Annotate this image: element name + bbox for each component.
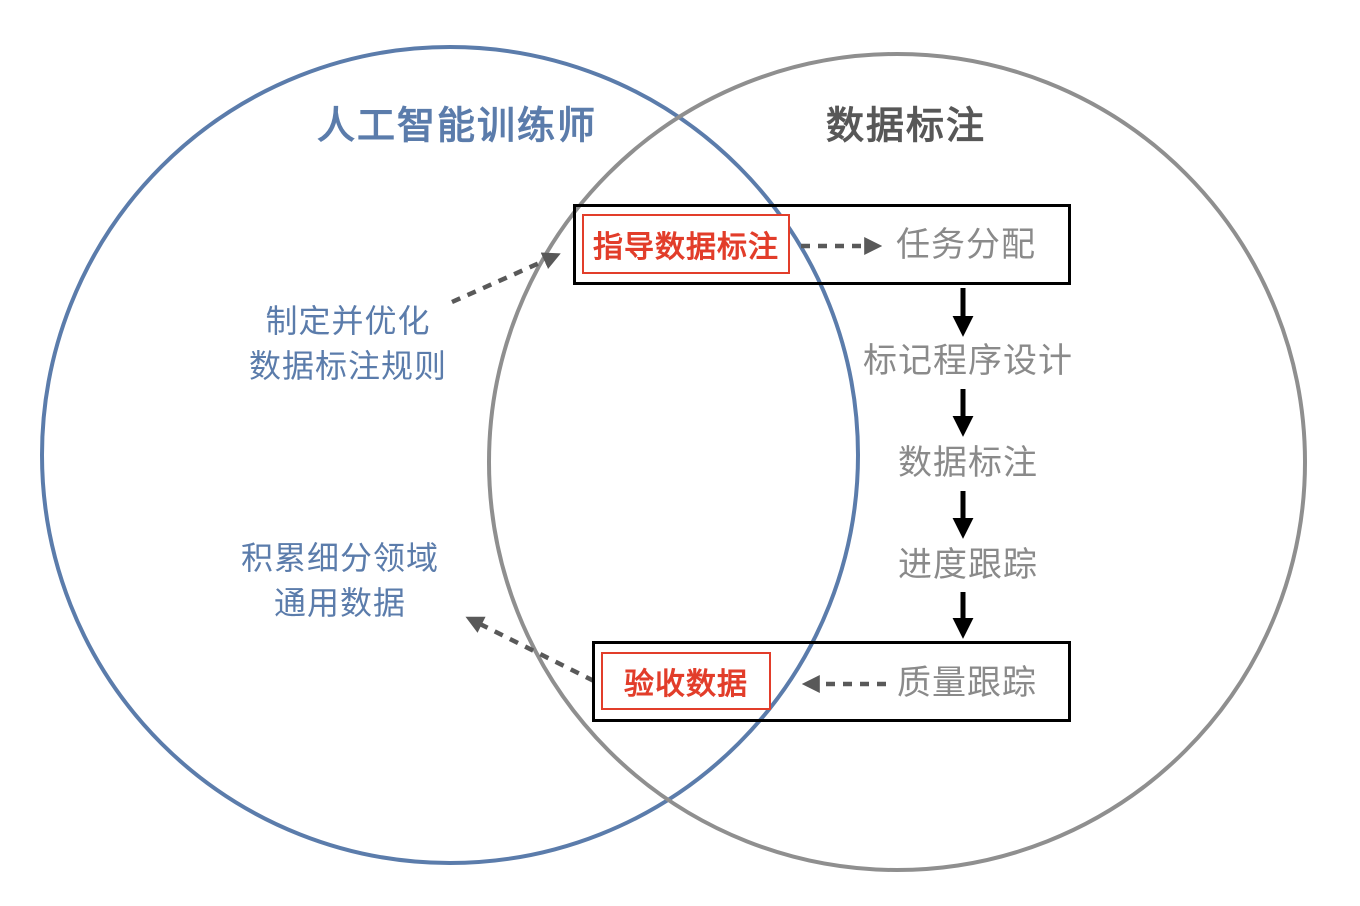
accept-quality-outer-box bbox=[592, 641, 1071, 722]
flow-step-data-annotation: 数据标注 bbox=[898, 444, 1038, 482]
flow-step-progress-tracking: 进度跟踪 bbox=[898, 546, 1038, 584]
dashed-arrow-accept-to-accumulate bbox=[465, 616, 596, 684]
note-optimize-rules-line2: 数据标注规则 bbox=[248, 348, 448, 384]
note-accumulate-data: 积累细分领域 通用数据 bbox=[241, 536, 439, 626]
left-circle-ai-trainer bbox=[40, 45, 860, 865]
flow-step-quality-tracking: 质量跟踪 bbox=[897, 664, 1037, 702]
guide-task-outer-box bbox=[573, 204, 1071, 285]
guide-annotation-box: 指导数据标注 bbox=[582, 214, 790, 274]
note-accumulate-data-line2: 通用数据 bbox=[273, 585, 407, 621]
note-accumulate-data-line1: 积累细分领域 bbox=[240, 540, 440, 576]
left-circle-title: 人工智能训练师 bbox=[316, 105, 598, 148]
note-optimize-rules-line1: 制定并优化 bbox=[265, 303, 431, 339]
note-optimize-rules: 制定并优化 数据标注规则 bbox=[249, 299, 447, 389]
right-circle-title: 数据标注 bbox=[825, 105, 987, 148]
flow-step-labeling-program-design: 标记程序设计 bbox=[863, 342, 1073, 380]
dashed-arrow-rules-to-guide bbox=[451, 252, 561, 305]
flow-step-task-allocation: 任务分配 bbox=[896, 226, 1036, 264]
right-circle-data-annotation bbox=[487, 52, 1307, 872]
accept-data-box: 验收数据 bbox=[601, 652, 771, 710]
